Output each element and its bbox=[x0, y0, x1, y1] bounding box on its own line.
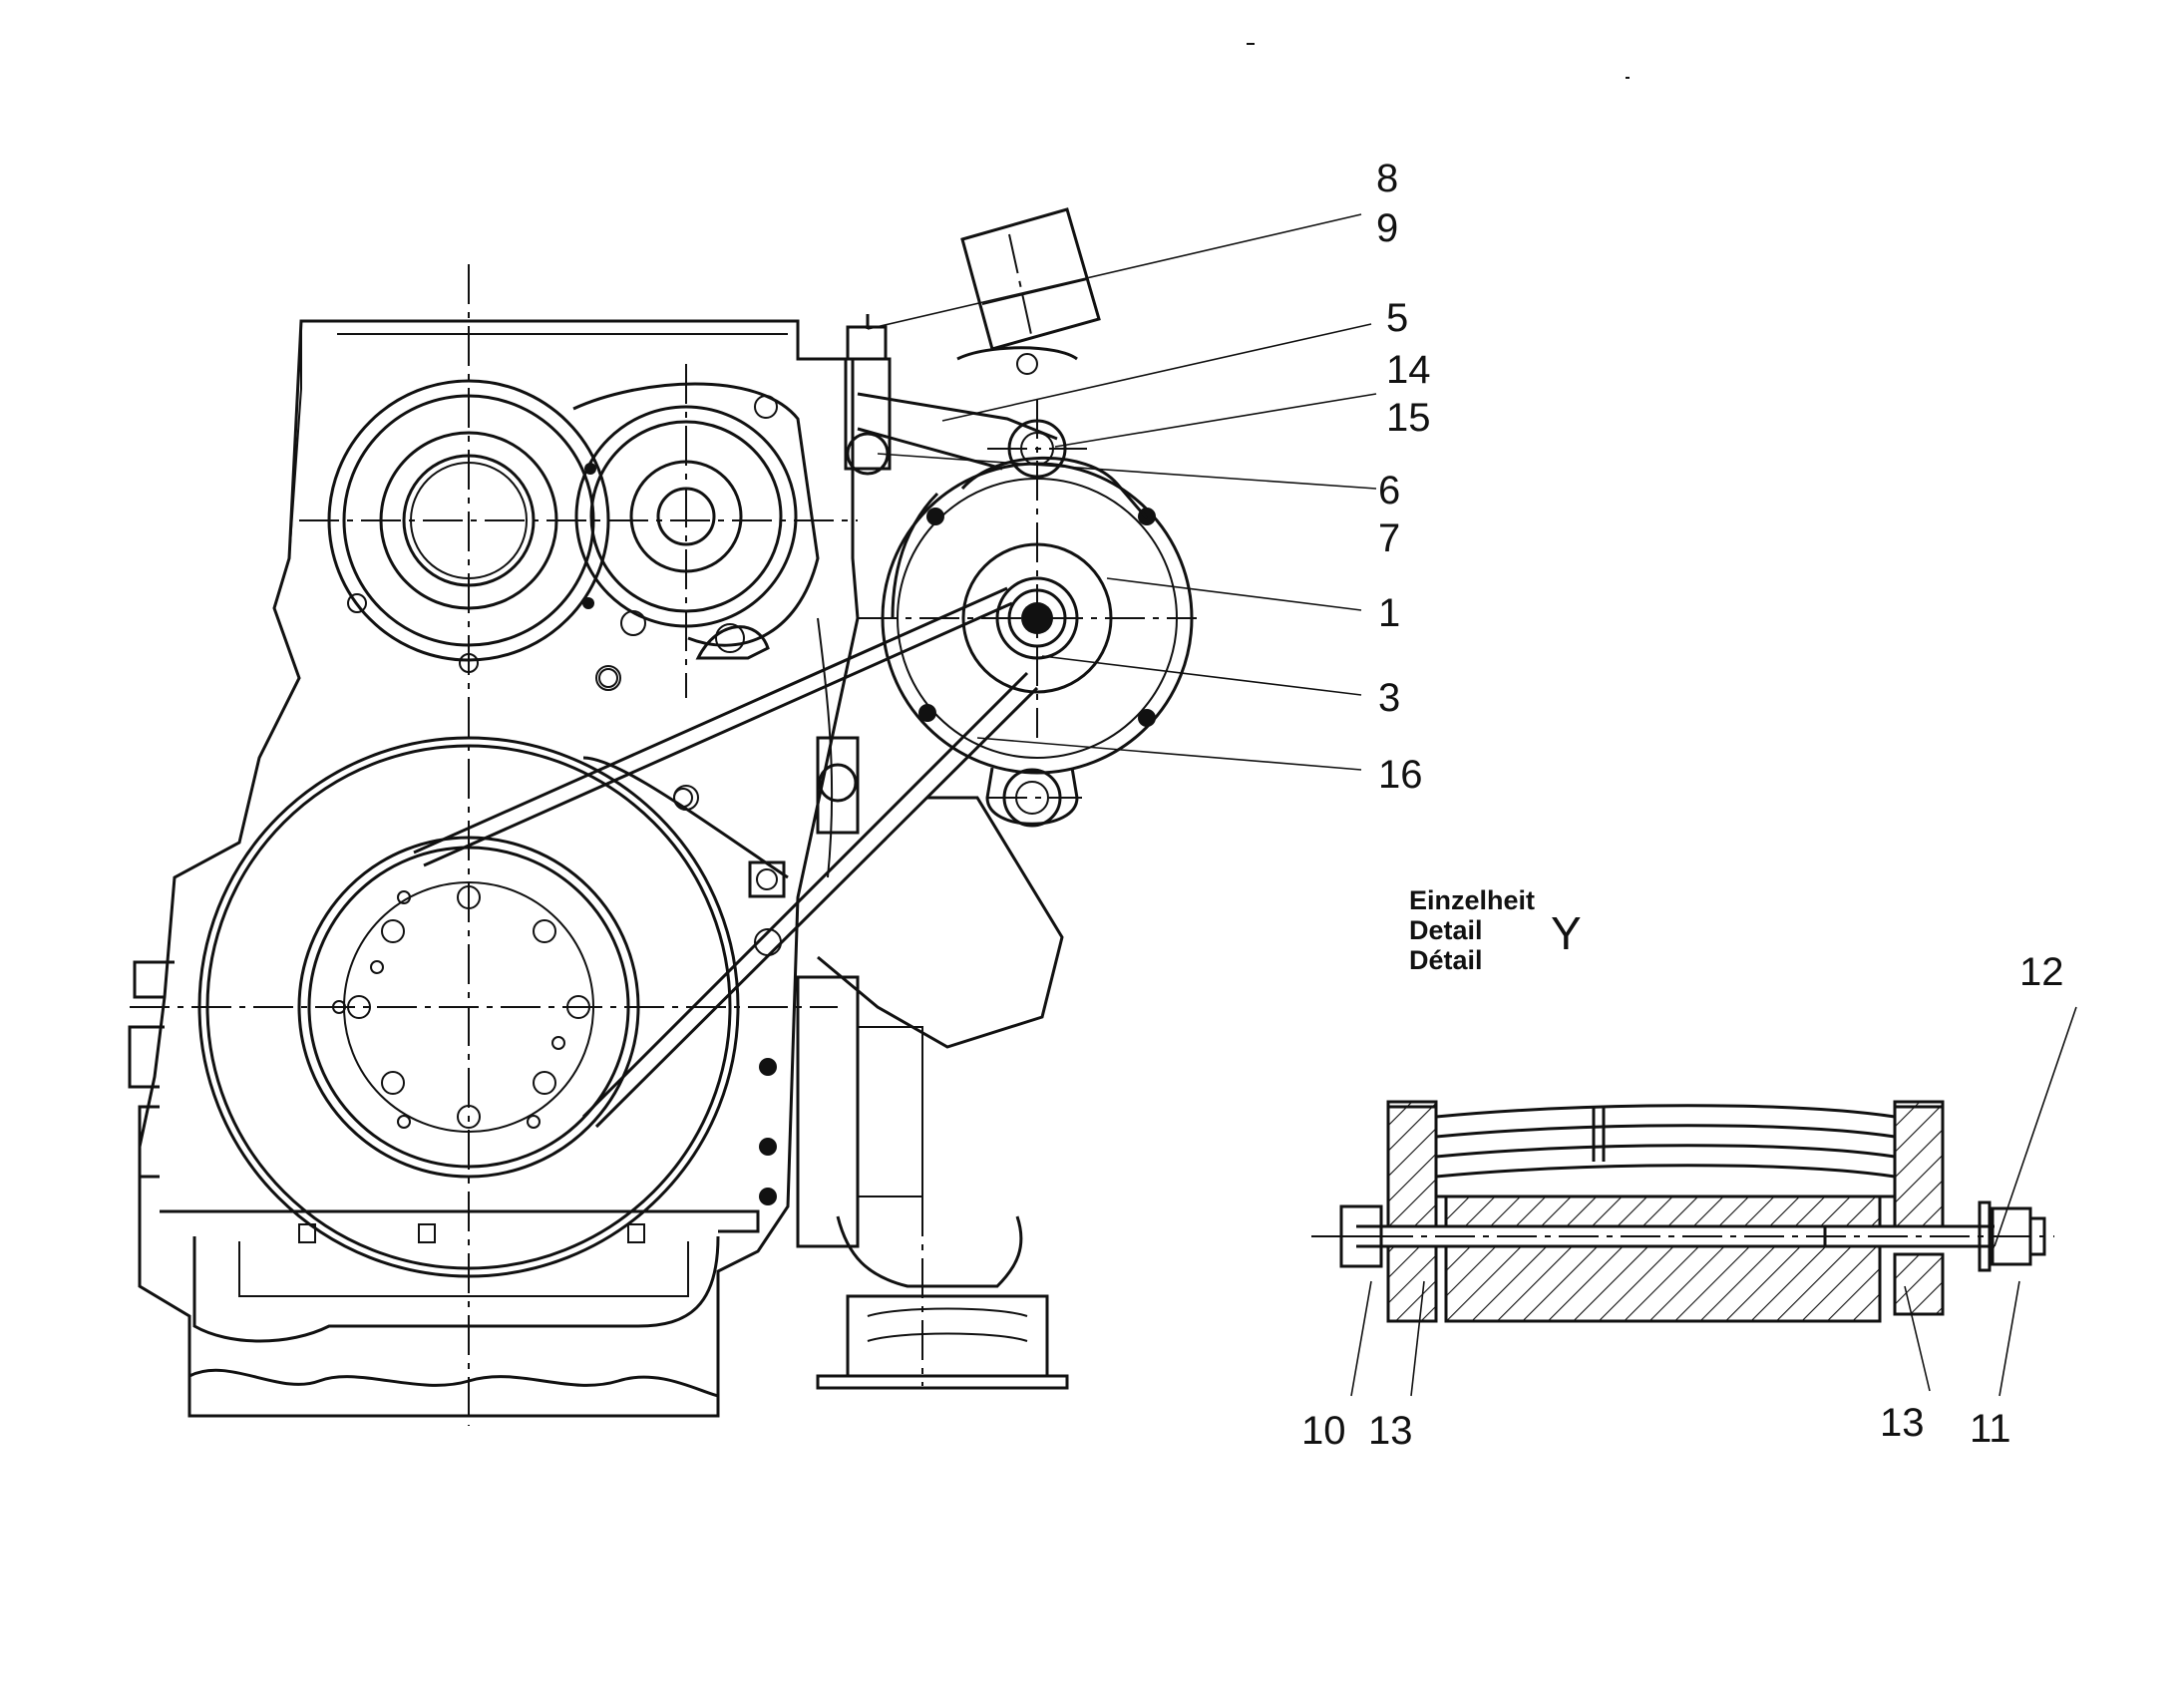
detail-letter: Y bbox=[1551, 907, 1582, 959]
v-belts bbox=[413, 586, 1039, 1129]
callout-16: 16 bbox=[1378, 753, 1423, 797]
detail-y-section bbox=[1311, 1100, 2054, 1323]
engine-block-outline bbox=[138, 319, 860, 1418]
alternator bbox=[857, 392, 1194, 828]
callout-8: 8 bbox=[1376, 157, 1398, 200]
callout-12: 12 bbox=[2019, 950, 2064, 994]
callout-15: 15 bbox=[1386, 396, 1431, 440]
callout-7: 7 bbox=[1378, 516, 1400, 560]
callout-14: 14 bbox=[1386, 348, 1431, 392]
callout-5: 5 bbox=[1386, 296, 1408, 340]
callout-3: 3 bbox=[1378, 676, 1400, 720]
callout-9: 9 bbox=[1376, 206, 1398, 250]
callout-1: 1 bbox=[1378, 591, 1400, 635]
block-edge bbox=[288, 321, 302, 559]
engine-front-view bbox=[128, 207, 1197, 1426]
callout-6: 6 bbox=[1378, 469, 1400, 512]
lower-housing bbox=[796, 796, 1069, 1390]
detail-title-fr: Détail bbox=[1409, 945, 1483, 975]
oil-pan bbox=[160, 1209, 760, 1398]
callout-10: 10 bbox=[1301, 1409, 1346, 1453]
callout-11: 11 bbox=[1970, 1407, 2011, 1451]
left-ribs bbox=[128, 960, 175, 1179]
detail-title-de: Einzelheit bbox=[1409, 885, 1535, 915]
detail-title: Einzelheit Detail Détail Y bbox=[1409, 885, 1582, 975]
callout-labels: 8 9 5 14 15 6 7 1 3 16 12 10 13 13 11 bbox=[1301, 157, 2064, 1453]
center-lines bbox=[130, 233, 1197, 1426]
callout-13-left: 13 bbox=[1368, 1409, 1413, 1453]
leader-lines bbox=[867, 213, 2077, 1397]
tension-bracket bbox=[816, 314, 892, 835]
callout-13-right: 13 bbox=[1880, 1401, 1925, 1445]
intake-box bbox=[956, 207, 1101, 375]
detail-title-en: Detail bbox=[1409, 915, 1483, 945]
block-bolts bbox=[598, 668, 786, 1205]
